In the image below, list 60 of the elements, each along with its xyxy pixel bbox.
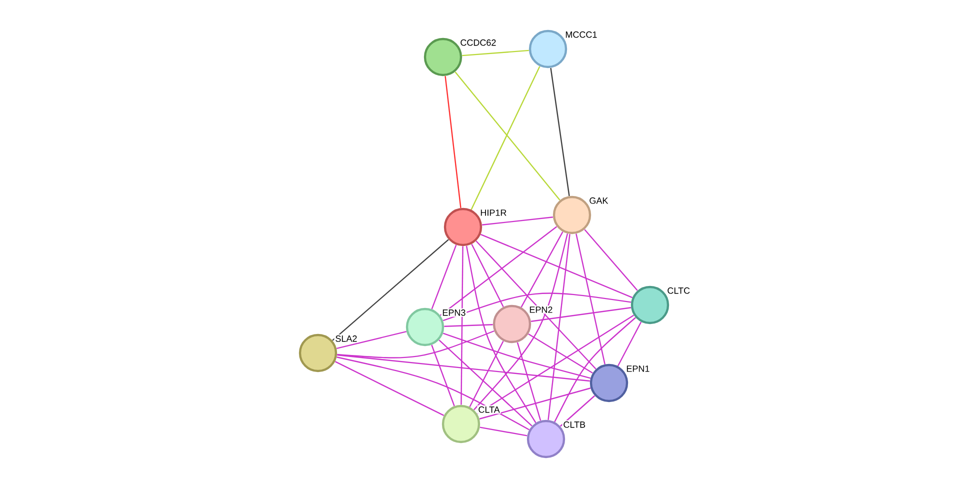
edge-line bbox=[576, 234, 606, 364]
edge-line bbox=[466, 246, 536, 424]
protein-node bbox=[630, 286, 670, 324]
edge-line bbox=[548, 234, 570, 420]
edge-line bbox=[462, 50, 529, 56]
edge-line bbox=[336, 330, 406, 350]
edge-line bbox=[471, 244, 504, 308]
edge-line bbox=[337, 330, 494, 358]
edge-line bbox=[444, 76, 462, 208]
edge-line bbox=[528, 333, 593, 374]
edge-line bbox=[431, 244, 457, 310]
edge-line bbox=[617, 322, 642, 366]
edge-line bbox=[470, 66, 540, 210]
node-label: GAK bbox=[588, 196, 610, 205]
edge-line bbox=[440, 226, 558, 316]
edge-line bbox=[473, 234, 568, 410]
edge-line bbox=[460, 246, 464, 405]
protein-node bbox=[406, 308, 444, 346]
edge-line bbox=[454, 72, 560, 200]
edge-line bbox=[431, 344, 455, 406]
edge-line bbox=[332, 239, 449, 341]
edge-line bbox=[476, 240, 596, 370]
edge-line bbox=[516, 342, 542, 421]
protein-node bbox=[492, 304, 532, 344]
protein-node bbox=[528, 30, 568, 68]
protein-node bbox=[552, 196, 592, 234]
protein-node bbox=[424, 38, 462, 76]
edge-line bbox=[560, 395, 596, 427]
node-label: EPN3 bbox=[441, 308, 467, 317]
node-label: HIP1R bbox=[479, 208, 508, 217]
edge-line bbox=[334, 361, 444, 416]
edge-line bbox=[530, 307, 632, 322]
node-label: CLTB bbox=[562, 420, 587, 429]
edge-line bbox=[336, 356, 530, 430]
edge-line bbox=[479, 388, 591, 420]
edge-line bbox=[337, 354, 590, 382]
protein-node bbox=[442, 404, 480, 444]
node-label: CLTA bbox=[477, 405, 501, 414]
edge-line bbox=[444, 324, 493, 327]
node-label: EPN2 bbox=[528, 306, 554, 314]
protein-node bbox=[590, 364, 628, 402]
node-label: MCCC1 bbox=[564, 30, 598, 39]
edge-line bbox=[480, 426, 528, 436]
edge-line bbox=[442, 292, 632, 322]
edge-line bbox=[550, 68, 570, 196]
node-label: EPN1 bbox=[625, 364, 651, 373]
edge-line bbox=[584, 229, 638, 291]
protein-node bbox=[444, 208, 482, 246]
node-label: SLA2 bbox=[334, 334, 358, 343]
node-label: CLTC bbox=[666, 286, 692, 295]
edge-line bbox=[480, 234, 633, 298]
protein-node bbox=[298, 334, 338, 372]
edge-line bbox=[520, 232, 564, 308]
edge-line bbox=[469, 340, 504, 408]
edge-line bbox=[438, 340, 532, 426]
protein-node bbox=[526, 420, 566, 458]
edge-line bbox=[482, 216, 553, 226]
edge-line bbox=[442, 332, 591, 379]
edge-line bbox=[554, 317, 636, 422]
node-label: CCDC62 bbox=[459, 38, 498, 47]
